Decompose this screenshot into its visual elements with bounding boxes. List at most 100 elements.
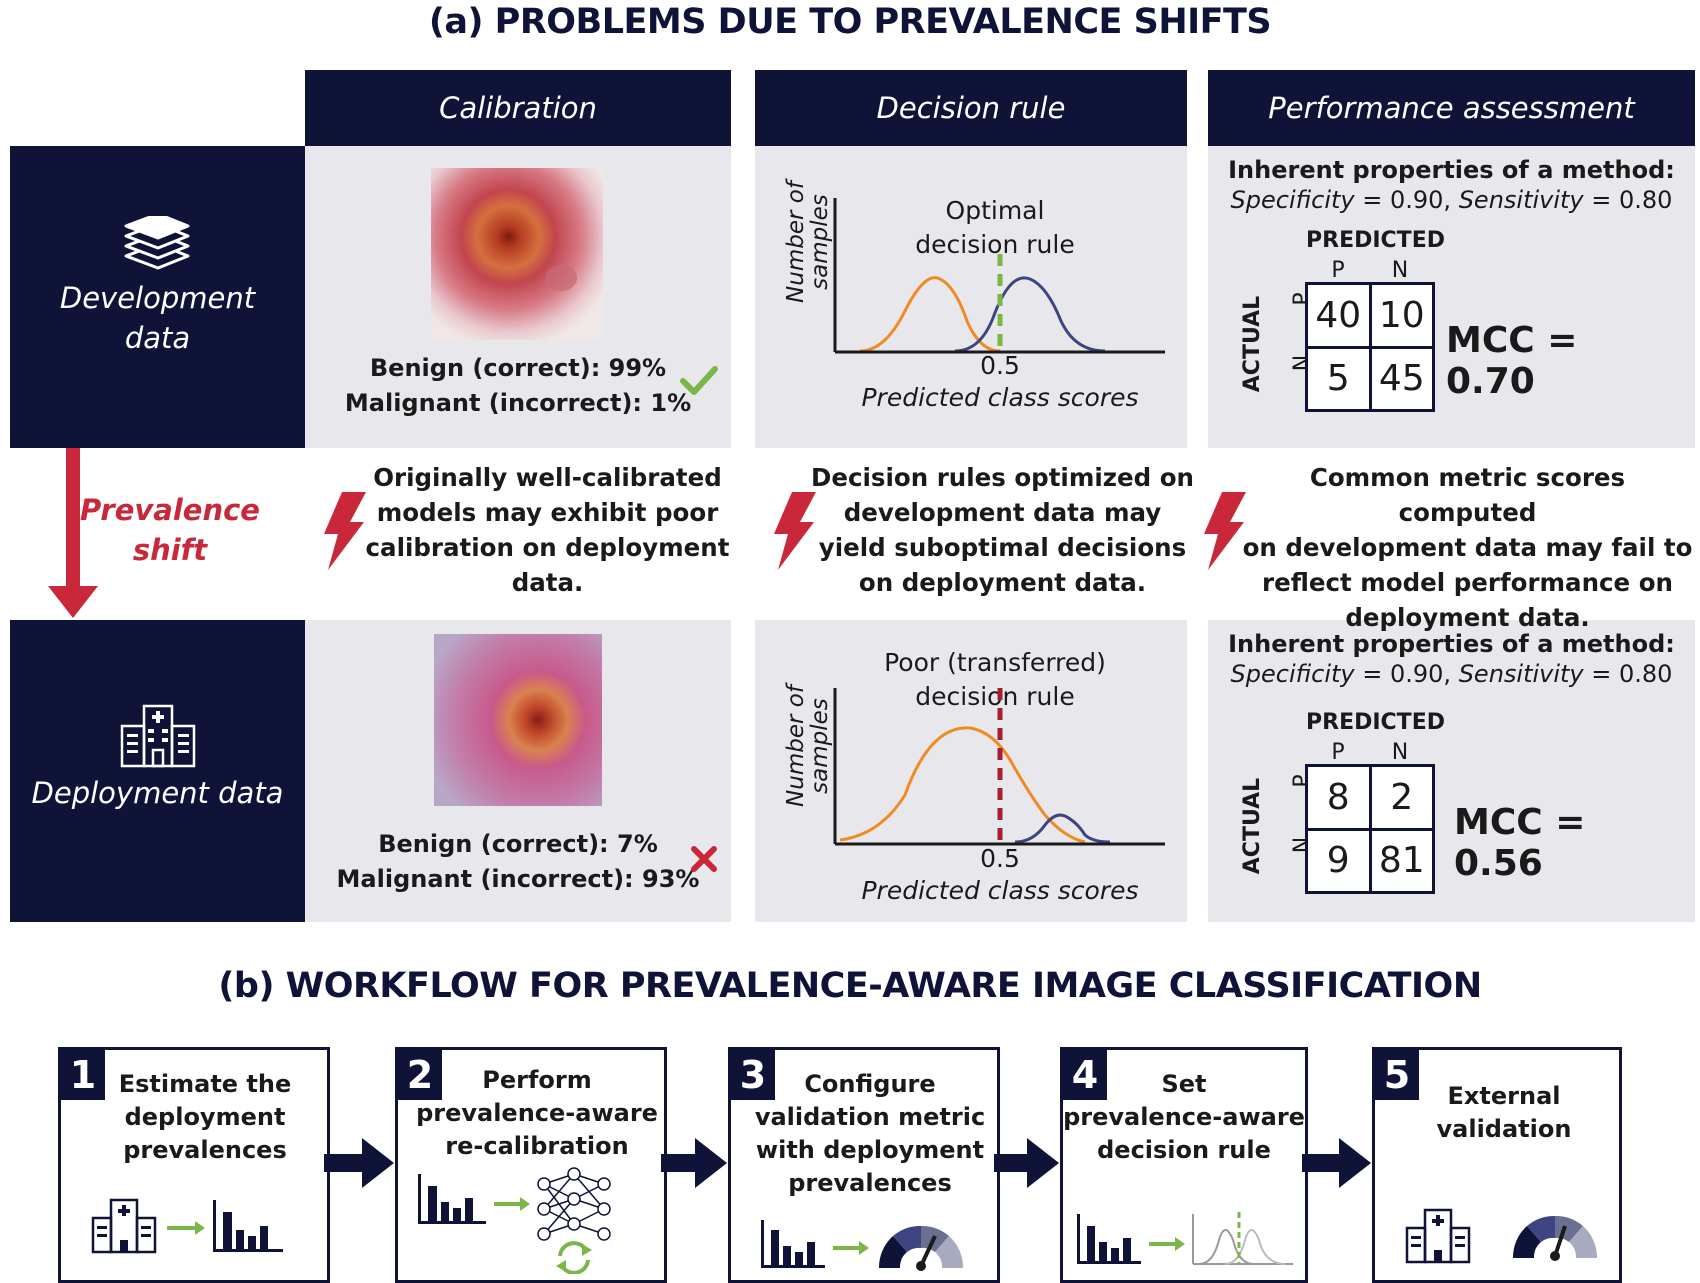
inherent-properties-values: Specificity = 0.90, Sensitivity = 0.80 [1208, 186, 1695, 214]
decision-rule-problem-line3: yield suboptimal decisions [818, 533, 1187, 562]
decision-rule-problem-line2: development data may [843, 498, 1162, 527]
y-axis-label-line2: samples [807, 698, 833, 794]
inherent-properties-values: Specificity = 0.90, Sensitivity = 0.80 [1208, 660, 1695, 688]
step-number: 3 [731, 1050, 775, 1100]
gauge-icon [878, 1225, 964, 1271]
y-axis-label: Number of samples [783, 666, 833, 826]
prevalence-shift-line1: Prevalence [80, 493, 260, 527]
step-text-line4: prevalences [788, 1169, 952, 1197]
performance-problem-line2: on development data may fail to [1242, 533, 1693, 562]
step-text-line1: Set [1161, 1070, 1207, 1098]
y-axis-label: Number of samples [783, 162, 833, 322]
step-text-line3: re-calibration [445, 1132, 629, 1160]
cross-mark-icon [691, 846, 717, 872]
step-text: Set prevalence-aware decision rule [1063, 1068, 1305, 1167]
skin-lesion-image-development [431, 168, 603, 340]
step-text-line1: Configure [804, 1070, 936, 1098]
row-header-deployment-label: Deployment data [31, 776, 284, 810]
workflow-arrow-2-3 [661, 1138, 727, 1188]
predicted-label: PREDICTED [1306, 710, 1445, 735]
confusion-matrix-development: 40 10 5 45 [1305, 282, 1435, 412]
check-mark-icon [680, 366, 718, 395]
step-text-line2: validation metric [754, 1103, 986, 1131]
histogram-icon [213, 1200, 283, 1252]
decision-rule-development-cell: Optimal decision rule Number of samples … [755, 146, 1187, 448]
column-header-decision-rule: Decision rule [755, 70, 1187, 146]
true-positive-count: 40 [1308, 285, 1369, 346]
sensitivity-value: = 0.80 [1583, 186, 1673, 214]
histogram-icon [1077, 1214, 1141, 1264]
calibration-development-benign: Benign (correct): 99% [369, 354, 667, 382]
actual-label: ACTUAL [1240, 777, 1265, 875]
step-text: Perform prevalence-aware re-calibration [412, 1064, 662, 1163]
performance-problem-line3: reflect model performance on [1262, 568, 1673, 597]
workflow-arrow-3-4 [994, 1138, 1059, 1188]
workflow-arrow-1-2 [324, 1138, 394, 1188]
sensitivity-label: Sensitivity [1458, 660, 1584, 688]
arrow-right-icon [833, 1241, 869, 1255]
negative-class-curve [839, 726, 1086, 844]
development-score-distribution-plot [833, 198, 1165, 354]
poor-decision-rule-title: Poor (transferred) decision rule [845, 646, 1145, 714]
poor-decision-rule-title-line1: Poor (transferred) [884, 648, 1106, 677]
optimal-decision-rule-title: Optimal decision rule [845, 194, 1145, 262]
predicted-n: N [1391, 740, 1409, 765]
step-5-icons [1405, 1208, 1598, 1264]
poor-decision-rule-title-line2: decision rule [915, 682, 1075, 711]
predicted-label: PREDICTED [1306, 228, 1445, 253]
performance-deployment-cell: Inherent properties of a method: Specifi… [1208, 620, 1695, 922]
section-a-title: (a) PROBLEMS DUE TO PREVALENCE SHIFTS [428, 2, 1272, 42]
arrow-right-icon [494, 1197, 530, 1211]
lightning-icon-calibration [324, 492, 366, 570]
false-positive-count: 9 [1308, 830, 1369, 891]
skin-lesion-image-deployment [434, 634, 602, 806]
section-b-title: (b) WORKFLOW FOR PREVALENCE-AWARE IMAGE … [218, 966, 1482, 1006]
predicted-n: N [1391, 258, 1409, 283]
step-text-line2: deployment [124, 1103, 286, 1131]
distribution-threshold-icon [1192, 1212, 1293, 1265]
decision-rule-deployment-cell: Poor (transferred) decision rule Number … [755, 620, 1187, 922]
prevalence-shift-label: Prevalence shift [80, 490, 260, 570]
mcc-development: MCC = 0.70 [1446, 320, 1578, 402]
calibration-problem-line4: data. [511, 568, 584, 597]
decision-rule-problem-text: Decision rules optimized on development … [810, 460, 1195, 600]
histogram-icon [418, 1174, 486, 1224]
false-negative-count: 2 [1371, 767, 1432, 828]
step-number: 1 [61, 1050, 105, 1100]
inherent-properties-title: Inherent properties of a method: [1228, 156, 1675, 184]
false-positive-count: 5 [1308, 348, 1369, 409]
y-axis-label-line1: Number of [783, 685, 809, 807]
step-text-line3: decision rule [1097, 1136, 1271, 1164]
negative-class-curve [859, 276, 1001, 353]
workflow-step-2: 2 Perform prevalence-aware re-calibratio… [395, 1047, 667, 1283]
predicted-p: P [1331, 740, 1345, 765]
stack-of-papers-icon [124, 216, 190, 270]
step-number: 2 [398, 1050, 442, 1100]
specificity-value: = 0.90, [1354, 660, 1459, 688]
step-2-icons [418, 1167, 611, 1274]
sensitivity-label: Sensitivity [1458, 186, 1584, 214]
positive-class-curve [1014, 813, 1111, 844]
hospital-icon [1405, 1208, 1471, 1264]
step-number: 4 [1063, 1050, 1107, 1100]
step-text: Configure validation metric with deploym… [745, 1068, 995, 1200]
calibration-problem-text: Originally well-calibrated models may ex… [360, 460, 735, 600]
inherent-properties-title: Inherent properties of a method: [1228, 630, 1675, 658]
histogram-icon [761, 1220, 825, 1268]
hospital-icon [120, 704, 196, 768]
step-text-line3: with deployment [755, 1136, 985, 1164]
y-axis-label-line1: Number of [783, 181, 809, 303]
row-header-development-line2: data [124, 321, 191, 355]
x-tick-label: 0.5 [980, 351, 1020, 380]
decision-rule-problem-line1: Decision rules optimized on [811, 463, 1194, 492]
prevalence-shift-line2: shift [132, 533, 208, 567]
arrow-right-icon [167, 1221, 205, 1235]
lightning-icon-decision-rule [774, 492, 816, 570]
predicted-p: P [1331, 258, 1345, 283]
performance-development-cell: Inherent properties of a method: Specifi… [1208, 146, 1695, 448]
y-axis-label-line2: samples [807, 194, 833, 290]
calibration-problem-line1: Originally well-calibrated [373, 463, 722, 492]
calibration-problem-line2: models may exhibit poor [376, 498, 719, 527]
true-negative-count: 45 [1371, 348, 1432, 409]
step-text-line1: Estimate the [118, 1070, 292, 1098]
